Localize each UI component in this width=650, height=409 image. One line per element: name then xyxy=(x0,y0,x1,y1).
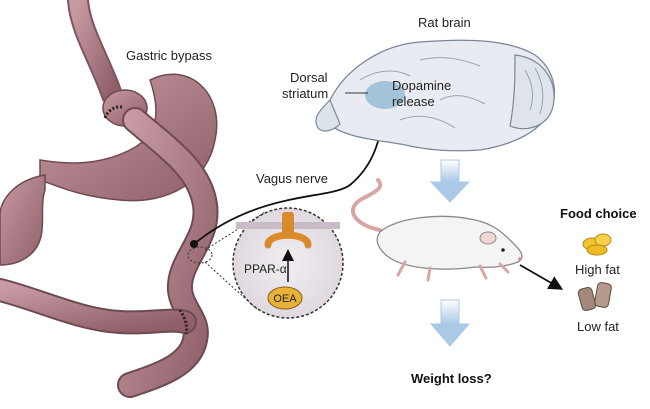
striatum-label: striatum xyxy=(282,86,328,101)
duodenum xyxy=(0,174,46,266)
inset-source-region xyxy=(187,246,213,264)
gastric-bypass-label: Gastric bypass xyxy=(126,48,212,63)
vagus-nerve-label: Vagus nerve xyxy=(256,171,328,186)
brain-to-rat-arrow xyxy=(429,159,471,203)
rat-body xyxy=(376,215,523,270)
ppar-receptor xyxy=(282,212,294,236)
release-label: release xyxy=(392,94,435,109)
striatum-highlight xyxy=(365,81,405,109)
staple-line-upper xyxy=(103,105,123,119)
dorsal-label: Dorsal xyxy=(290,70,328,85)
rat-tail xyxy=(351,178,383,232)
ppar-label: PPAR-α xyxy=(244,262,287,276)
low-fat-food-icon xyxy=(577,282,612,312)
rat-brain-label: Rat brain xyxy=(418,15,471,30)
rat-brain xyxy=(315,39,556,152)
weight-loss-label: Weight loss? xyxy=(411,371,492,386)
oea-label: OEA xyxy=(273,293,297,305)
receptor-inset: OEA PPAR-α xyxy=(232,207,344,319)
gut-anatomy xyxy=(0,0,219,398)
low-fat-label: Low fat xyxy=(577,319,619,334)
oea-molecule xyxy=(267,286,303,310)
rat-to-food-arrow xyxy=(519,264,564,290)
food-choice-label: Food choice xyxy=(560,206,637,221)
rat-to-weightloss-arrow xyxy=(429,299,471,347)
dopamine-label: Dopamine xyxy=(392,78,451,93)
high-fat-food-icon xyxy=(582,233,612,256)
staple-line-lower xyxy=(178,309,189,335)
high-fat-label: High fat xyxy=(575,262,620,277)
rat xyxy=(351,178,523,282)
